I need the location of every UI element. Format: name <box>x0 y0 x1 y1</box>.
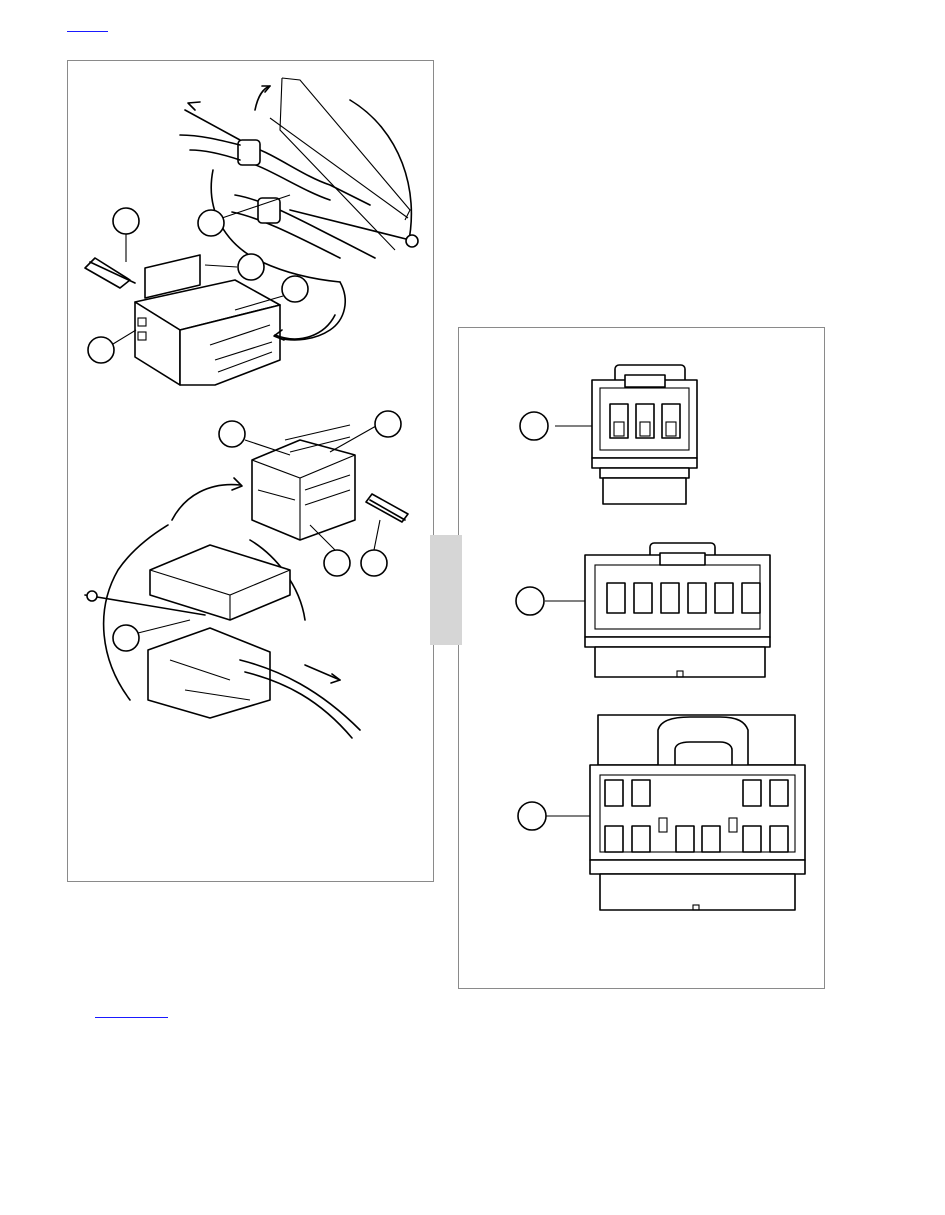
lower-detail-circle <box>84 524 361 739</box>
callout-c <box>517 801 547 831</box>
callout-b <box>515 586 545 616</box>
housing-12pin-drawing <box>171 424 409 541</box>
callout-2 <box>197 209 225 237</box>
callout-3 <box>237 253 265 281</box>
callout-4 <box>281 275 309 303</box>
watermark <box>430 535 462 645</box>
callout-5 <box>87 336 115 364</box>
top-link[interactable] <box>67 31 108 32</box>
callout-10 <box>112 624 140 652</box>
connector-3pin-front-view <box>519 364 698 505</box>
callout-9 <box>360 549 388 577</box>
bottom-link[interactable] <box>95 1017 168 1018</box>
callout-1 <box>112 207 140 235</box>
callout-6 <box>218 420 246 448</box>
callout-7 <box>374 410 402 438</box>
left-callouts <box>87 194 402 652</box>
connector-6pin-front-view <box>515 542 771 678</box>
housing-3pin-drawing <box>84 254 336 386</box>
connector-12pin-front-view <box>517 714 806 911</box>
callout-a <box>519 411 549 441</box>
callout-8 <box>323 549 351 577</box>
terminal-removal-figure-panel <box>67 60 434 882</box>
